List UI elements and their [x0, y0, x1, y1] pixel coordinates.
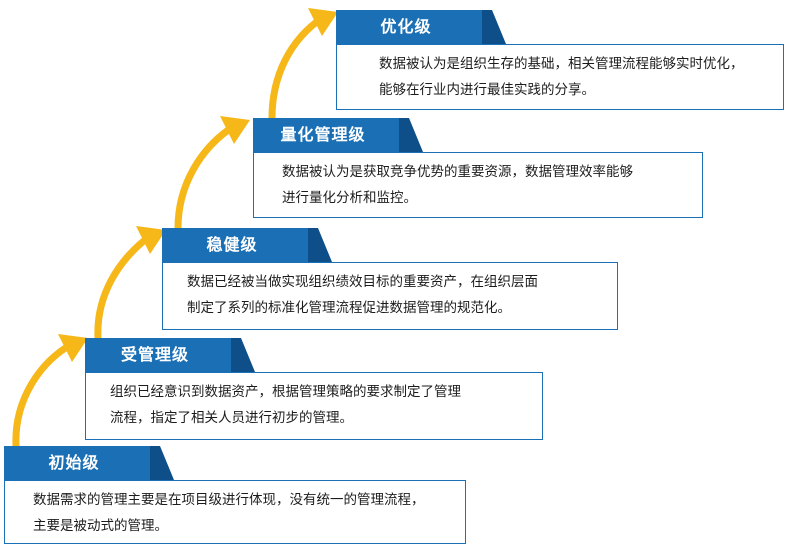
level-initial-tab: 初始级: [4, 446, 174, 480]
tab-shape: [4, 446, 174, 480]
level-title: 优化级: [380, 17, 432, 36]
arrow-head-3: [220, 116, 250, 144]
tab-fill: [85, 338, 231, 372]
description-line: 数据被认为是获取竞争优势的重要资源，数据管理效率能够: [282, 164, 633, 180]
tab-fold: [308, 228, 332, 262]
level-description: 数据已经被当做实现组织绩效目标的重要资产，在组织层面 制定了系列的标准化管理流程…: [162, 262, 618, 330]
description-line: 进行量化分析和监控。: [282, 190, 417, 206]
description-line: 组织已经意识到数据资产，根据管理策略的要求制定了管理: [110, 384, 461, 400]
tab-shape: [336, 10, 506, 44]
tab-shape: [253, 118, 423, 152]
level-managed-tab: 受管理级: [85, 338, 255, 372]
tab-fill: [162, 228, 308, 262]
arrow-shaft-3: [174, 122, 238, 232]
level-title: 受管理级: [120, 345, 189, 364]
tab-fold: [482, 10, 506, 44]
description-line: 流程，指定了相关人员进行初步的管理。: [110, 410, 353, 426]
level-description: 数据被认为是组织生存的基础，相关管理流程能够实时优化， 能够在行业内进行最佳实践…: [336, 44, 784, 110]
level-description: 数据被认为是获取竞争优势的重要资源，数据管理效率能够 进行量化分析和监控。: [253, 152, 703, 218]
level-quantitative-tab: 量化管理级: [253, 118, 423, 152]
level-robust-tab: 稳健级: [162, 228, 332, 262]
arrow-head-1: [58, 334, 88, 362]
level-title: 初始级: [48, 453, 100, 472]
description-line: 数据已经被当做实现组织绩效目标的重要资产，在组织层面: [187, 274, 538, 290]
tab-fold: [399, 118, 423, 152]
tab-shape: [162, 228, 332, 262]
tab-fill: [253, 118, 399, 152]
description-line: 制定了系列的标准化管理流程促进数据管理的规范化。: [187, 300, 511, 316]
arrow-shaft-4: [268, 14, 326, 122]
description-line: 能够在行业内进行最佳实践的分享。: [379, 82, 595, 98]
arrow-head-4: [308, 8, 338, 36]
level-description: 组织已经意识到数据资产，根据管理策略的要求制定了管理 流程，指定了相关人员进行初…: [85, 372, 543, 440]
tab-fold: [150, 446, 174, 480]
description-line: 主要是被动式的管理。: [33, 518, 168, 534]
level-description: 数据需求的管理主要是在项目级进行体现，没有统一的管理流程， 主要是被动式的管理。: [4, 480, 466, 544]
description-line: 数据被认为是组织生存的基础，相关管理流程能够实时优化，: [379, 56, 744, 72]
arrow-shaft-1: [12, 340, 76, 450]
level-title: 量化管理级: [280, 125, 366, 144]
tab-shape: [85, 338, 255, 372]
tab-fill: [336, 10, 482, 44]
tab-fill: [4, 446, 150, 480]
level-title: 稳健级: [206, 235, 258, 254]
level-optimized-tab: 优化级: [336, 10, 506, 44]
description-line: 数据需求的管理主要是在项目级进行体现，没有统一的管理流程，: [33, 492, 425, 508]
arrow-head-2: [136, 226, 166, 254]
arrow-shaft-2: [94, 232, 154, 342]
tab-fold: [231, 338, 255, 372]
